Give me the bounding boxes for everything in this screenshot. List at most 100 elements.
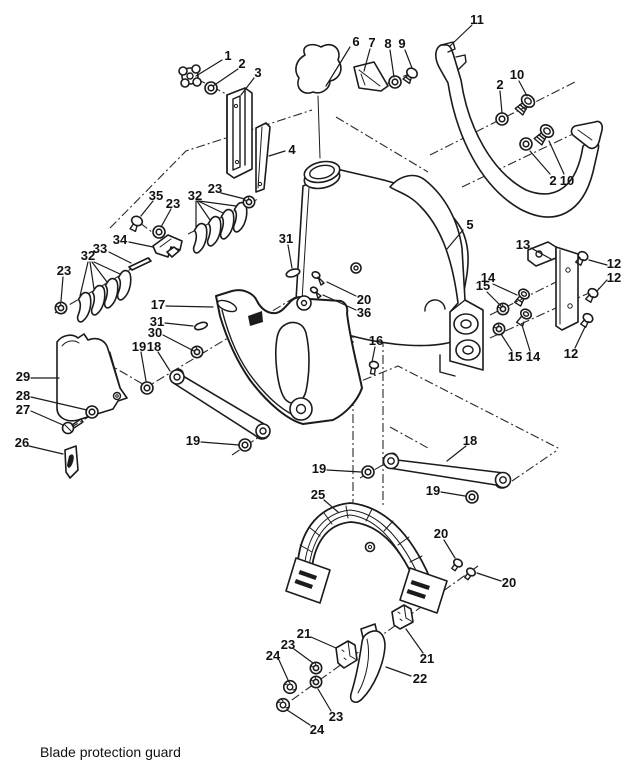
leader-line-12	[596, 279, 608, 292]
part-27-screw	[61, 418, 84, 435]
leader-line-28	[30, 396, 88, 411]
leader-line-31	[287, 244, 293, 269]
leader-line-32	[91, 261, 108, 283]
part-19-washer	[140, 381, 154, 395]
leader-line-21	[310, 636, 337, 649]
leader-line-9	[404, 49, 413, 69]
leader-line-10	[518, 80, 528, 97]
leader-line-32	[79, 261, 89, 297]
part-21-clamp	[335, 640, 358, 669]
callout-label-11: 11	[470, 12, 484, 27]
callout-label-23: 23	[329, 709, 343, 724]
part-31-pin	[285, 268, 301, 278]
leader-line-18	[157, 351, 171, 372]
leader-line-2	[212, 68, 239, 87]
callout-label-18: 18	[147, 339, 161, 354]
leader-line-7	[363, 48, 371, 72]
leader-line-12	[574, 326, 586, 349]
part-7-plate	[353, 61, 389, 92]
callout-label-19: 19	[186, 433, 200, 448]
part-11-hook-bracket	[435, 41, 603, 218]
callout-label-23: 23	[281, 637, 295, 652]
part-1-knob	[178, 64, 202, 88]
part-5-arm	[389, 174, 484, 377]
part-21-clamp	[391, 604, 414, 630]
leader-line-32	[198, 200, 237, 207]
callout-label-15: 15	[476, 278, 490, 293]
callout-label-14: 14	[481, 270, 496, 285]
callout-label-12: 12	[607, 256, 621, 271]
part-15-nut	[496, 302, 510, 316]
part-4-bar	[255, 122, 271, 193]
callout-label-26: 26	[15, 435, 29, 450]
callout-label-18: 18	[463, 433, 477, 448]
part-2-washer	[495, 112, 509, 126]
part-28-washer	[85, 405, 99, 419]
part-20-rivet	[311, 270, 325, 286]
leader-line-23	[317, 688, 332, 712]
callout-label-1: 1	[224, 48, 231, 63]
callout-label-20: 20	[357, 292, 371, 307]
callout-label-16: 16	[369, 333, 383, 348]
part-26-tab	[64, 445, 79, 479]
leader-line-11	[449, 24, 473, 47]
leader-line-33	[108, 251, 132, 264]
leader-line-15	[486, 291, 502, 307]
callout-label-19: 19	[132, 339, 146, 354]
leader-line-5	[446, 229, 464, 250]
callout-label-22: 22	[413, 671, 427, 686]
part-15-nut	[492, 322, 506, 336]
callout-label-12: 12	[607, 270, 621, 285]
part-19-washer	[238, 438, 252, 452]
part-2-washer	[519, 137, 533, 151]
part-36-rivet	[309, 286, 322, 299]
callout-label-17: 17	[151, 297, 165, 312]
callout-label-33: 33	[93, 241, 107, 256]
leader-line-25	[323, 499, 339, 513]
leader-line-20	[476, 572, 502, 582]
callout-label-30: 30	[148, 325, 162, 340]
callout-label-6: 6	[352, 34, 359, 49]
callout-label-31: 31	[150, 314, 164, 329]
leader-line-3	[240, 77, 255, 96]
callout-label-25: 25	[311, 487, 325, 502]
leader-line-19	[326, 469, 362, 473]
leader-line-36	[322, 294, 357, 311]
callout-label-5: 5	[466, 217, 473, 232]
part-9-screw	[402, 67, 418, 85]
leader-line-27	[30, 410, 64, 426]
part-25-arch-guard	[285, 502, 448, 614]
callout-label-35: 35	[149, 188, 163, 203]
leader-line-24	[278, 659, 289, 681]
part-10-screw	[533, 124, 555, 146]
leader-line-2	[529, 150, 551, 175]
part-8-washer	[388, 75, 402, 89]
callout-label-34: 34	[113, 232, 128, 247]
part-10-screw	[514, 94, 536, 116]
leader-line-31	[164, 322, 194, 327]
part-18-rod-left	[169, 368, 271, 440]
leader-line-21	[405, 628, 424, 654]
part-29-shield	[56, 333, 128, 422]
callout-label-3: 3	[254, 65, 261, 80]
leader-line-20	[443, 539, 456, 559]
figure-caption: Blade protection guard	[40, 744, 181, 760]
part-12-screw	[584, 287, 599, 303]
part-23-nut	[309, 661, 323, 675]
callout-label-20: 20	[434, 526, 448, 541]
callout-label-9: 9	[398, 36, 405, 51]
callout-label-10: 10	[560, 173, 574, 188]
callout-label-27: 27	[16, 402, 30, 417]
callout-label-7: 7	[368, 35, 375, 50]
callout-label-24: 24	[266, 648, 281, 663]
part-3-bracket	[226, 87, 253, 179]
callout-label-32: 32	[188, 188, 202, 203]
part-13-bracket	[527, 241, 579, 331]
leader-line-32	[93, 261, 121, 275]
part-23-nut	[309, 675, 323, 689]
leader-line-15	[500, 333, 513, 352]
callout-label-14: 14	[526, 349, 541, 364]
